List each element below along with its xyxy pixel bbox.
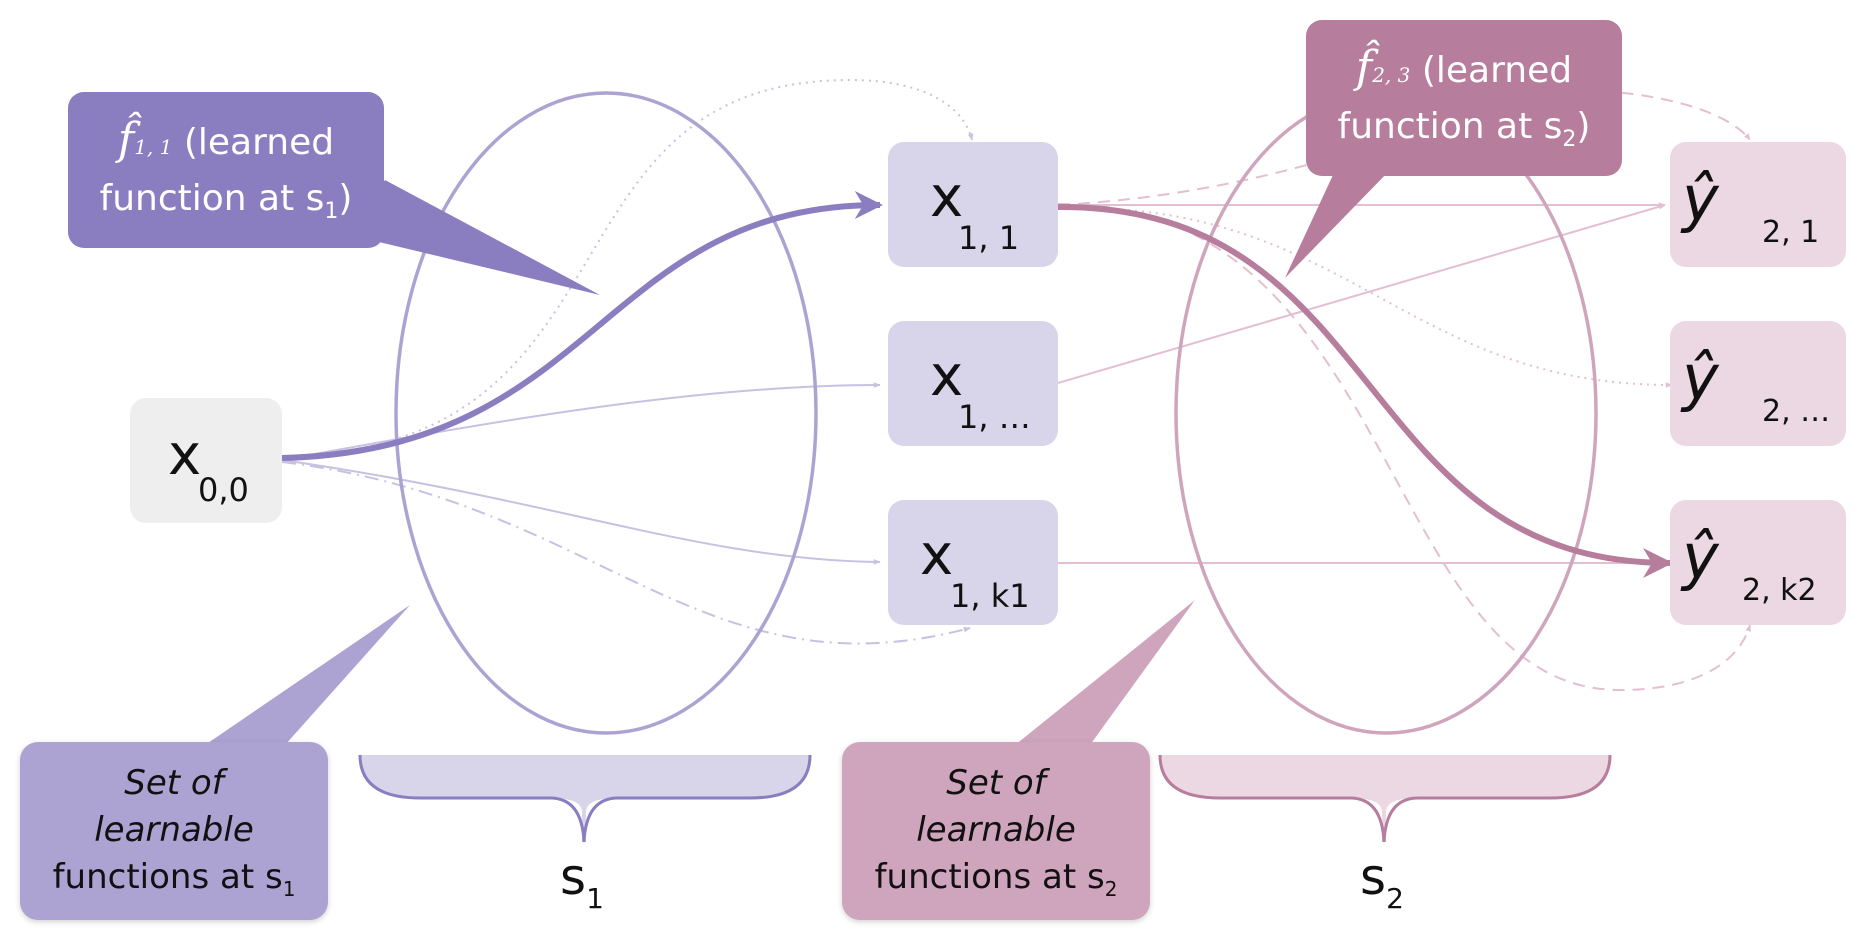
- node-x1dots: x 1, …: [888, 321, 1058, 446]
- stage-label-s1: s1: [560, 848, 604, 915]
- f11-callout-pointer: [350, 180, 600, 295]
- node-x00: x 0,0: [130, 398, 282, 523]
- edge-x11-y21-dashed: [1057, 89, 1751, 206]
- edge-x00-x1dots: [281, 382, 881, 461]
- s2-brace-outline: [1158, 754, 1612, 843]
- node-y2k2: ŷ 2, k2: [1670, 500, 1846, 625]
- node-x1k1: x 1, k1: [888, 500, 1058, 625]
- s2-brace: [1160, 755, 1610, 842]
- edge-x00-x1k1: [281, 459, 881, 565]
- s1-brace-outline: [358, 754, 812, 843]
- edge-x00-x11-selected: [281, 191, 883, 461]
- s2-set-pointer: [1015, 600, 1195, 745]
- edge-x1dots-y21: [1057, 204, 1666, 384]
- edge-x11-y2k2-selected: [1057, 203, 1673, 578]
- node-y2dots: ŷ 2, …: [1670, 321, 1846, 446]
- s2-set-box: Set of learnable functions at s2: [842, 742, 1150, 920]
- node-y21: ŷ 2, 1: [1670, 142, 1846, 267]
- s1-set-pointer: [205, 605, 410, 745]
- edge-x11-y2k2-dashed: [1057, 202, 1751, 692]
- s1-set-box: Set of learnable functions at s1: [20, 742, 328, 920]
- s1-brace: [360, 755, 810, 842]
- f23-callout: f̂2, 3 (learned function at s2): [1306, 20, 1622, 176]
- s2-ellipse: [1174, 91, 1598, 735]
- node-x11: x 1, 1: [888, 142, 1058, 267]
- s1-ellipse: [394, 91, 818, 735]
- edge-x00-x11-dotted: [281, 78, 974, 457]
- edge-x00-x1k1-dashdot: [281, 461, 971, 645]
- f11-callout: f̂1, 1 (learned function at s1): [68, 92, 384, 248]
- stage-label-s2: s2: [1360, 848, 1404, 915]
- edge-x11-y2dots-dotted: [1057, 206, 1673, 388]
- f23-callout-pointer: [1285, 160, 1390, 278]
